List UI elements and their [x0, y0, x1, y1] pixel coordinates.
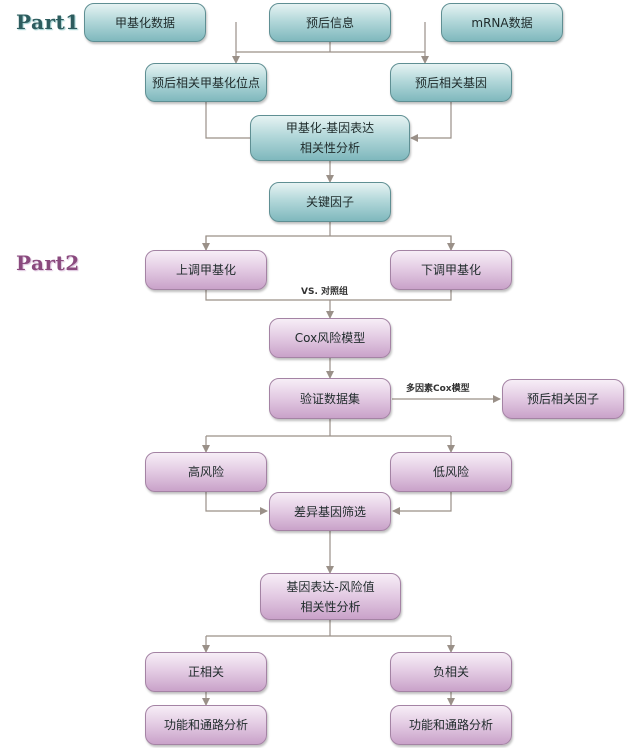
node-prognostic-methylation-sites: 预后相关甲基化位点	[145, 63, 267, 102]
line-up-merge	[205, 290, 452, 301]
correlation-line-1: 甲基化-基因表达	[285, 121, 375, 135]
arrow-genes-to-correlation	[410, 101, 452, 142]
node-methylation-expression-correlation: 甲基化-基因表达 相关性分析	[250, 115, 410, 161]
node-cox-risk-model: Cox风险模型	[269, 318, 391, 358]
node-validation-dataset: 验证数据集	[269, 378, 391, 419]
node-negative-correlation: 负相关	[390, 652, 512, 692]
annotation-multivariate-cox: 多因素Cox模型	[406, 384, 470, 394]
arrow-key-to-up	[205, 235, 452, 250]
node-function-pathway-left: 功能和通路分析	[145, 705, 267, 745]
node-mrna-data: mRNA数据	[441, 3, 563, 42]
annotation-vs-control: VS. 对照组	[301, 287, 348, 297]
part2-heading: Part2	[16, 251, 80, 275]
node-low-risk: 低风险	[390, 452, 512, 492]
expr-risk-line-1: 基因表达-风险值	[286, 579, 375, 594]
node-expression-risk-correlation: 基因表达-风险值 相关性分析	[260, 573, 401, 620]
correlation-line-2: 相关性分析	[299, 141, 360, 155]
node-differential-gene-screening: 差异基因筛选	[269, 492, 391, 531]
node-prognostic-genes: 预后相关基因	[390, 63, 512, 102]
arrow-sites-to-correlation	[205, 101, 269, 142]
node-function-pathway-right: 功能和通路分析	[390, 705, 512, 745]
node-up-methylation: 上调甲基化	[145, 250, 267, 290]
arrow-low-to-diff	[392, 491, 452, 515]
node-methylation-data: 甲基化数据	[84, 3, 206, 42]
part1-heading: Part1	[16, 10, 80, 34]
node-positive-correlation: 正相关	[145, 652, 267, 692]
node-prognostic-factor: 预后相关因子	[502, 379, 624, 419]
node-key-factor: 关键因子	[269, 182, 391, 222]
node-down-methylation: 下调甲基化	[390, 250, 512, 290]
node-prognosis-info: 预后信息	[269, 3, 391, 42]
expr-risk-line-2: 相关性分析	[300, 599, 361, 614]
node-high-risk: 高风险	[145, 452, 267, 492]
arrow-high-to-diff	[205, 491, 268, 515]
